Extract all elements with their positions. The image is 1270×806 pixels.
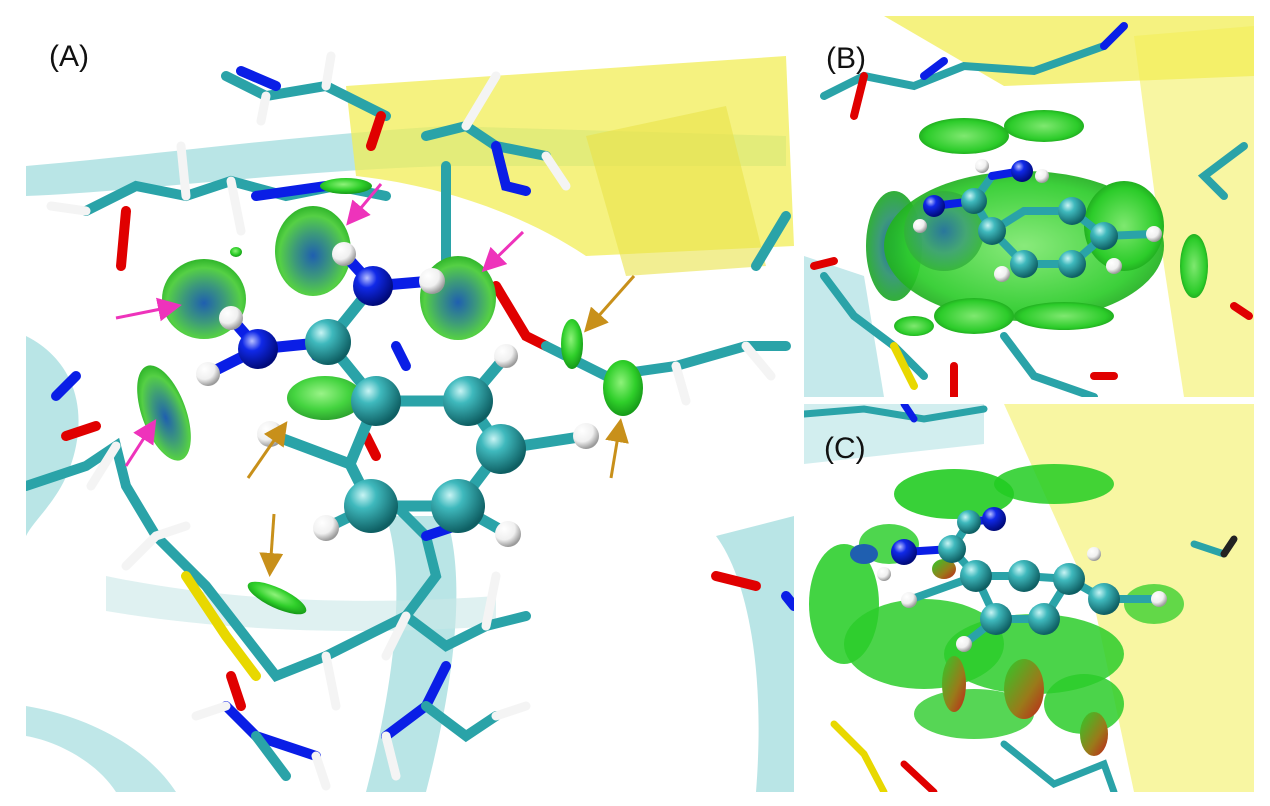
- panel-c-label: (C): [824, 432, 866, 465]
- panel-a-scene: [26, 51, 794, 792]
- panel-c-scene: [804, 404, 1254, 792]
- c-ligand-atoms: [877, 507, 1167, 652]
- interaction-surfaces: [137, 178, 643, 615]
- c-surfaces: [809, 464, 1184, 756]
- panel-a-label: (A): [49, 40, 89, 73]
- panel-c: (C): [804, 404, 1254, 792]
- ligand-atoms: [196, 242, 599, 547]
- interaction-arrows: [115, 183, 636, 577]
- panel-b-label: (B): [826, 42, 866, 75]
- protein-sticks: [26, 66, 794, 781]
- b-ligand-atoms: [913, 159, 1162, 282]
- b-surfaces: [866, 110, 1208, 336]
- panel-b-scene: [804, 16, 1254, 397]
- c-sticks: [804, 404, 1238, 792]
- panel-a: (A): [26, 16, 794, 792]
- panel-b: (B): [804, 16, 1254, 397]
- protein-hydrogens: [46, 51, 776, 791]
- b-sticks: [810, 22, 1253, 397]
- protein-ribbons: [26, 56, 794, 792]
- b-ribbons: [804, 16, 1254, 397]
